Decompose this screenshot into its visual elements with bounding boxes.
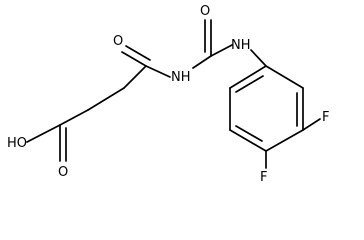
- ring-bond-1: [265, 65, 304, 89]
- bond-c5-nh: [210, 44, 233, 57]
- atom-label-f-top: F: [322, 110, 329, 125]
- bond-c1-c2: [59, 109, 89, 126]
- atom-label-o-urea: O: [200, 4, 210, 19]
- ring-bond-4: [229, 129, 267, 152]
- atom-label-f-bottom: F: [260, 170, 267, 185]
- ring-inner-double-3: [235, 125, 263, 142]
- atom-label-ho: HO: [7, 136, 27, 151]
- bond-ho-c1: [26, 124, 61, 143]
- atom-label-nh-aryl: NH: [231, 38, 251, 53]
- ring-bond-3: [265, 129, 304, 152]
- bond-c3-c4: [123, 65, 147, 89]
- structure-canvas: HO O O NH O NH F F: [7, 4, 329, 185]
- bond-nh-c5: [192, 55, 212, 69]
- bond-c4-o-double-a: [121, 51, 147, 67]
- atom-label-o-ketone: O: [113, 34, 123, 49]
- bond-c2-c3: [87, 87, 125, 111]
- bond-ring-f-top: [302, 118, 321, 131]
- bond-nh-aryl: [250, 49, 267, 67]
- ring-inner-double-1: [235, 75, 264, 93]
- chemical-structure-diagram: HO O O NH O NH F F: [7, 4, 329, 185]
- atom-label-nh-imide: NH: [171, 70, 191, 85]
- bond-c4-o-double-b: [125, 45, 151, 61]
- atom-label-o-acid: O: [58, 165, 68, 180]
- bond-c4-nh: [145, 65, 171, 78]
- ring-bond-6: [229, 65, 267, 89]
